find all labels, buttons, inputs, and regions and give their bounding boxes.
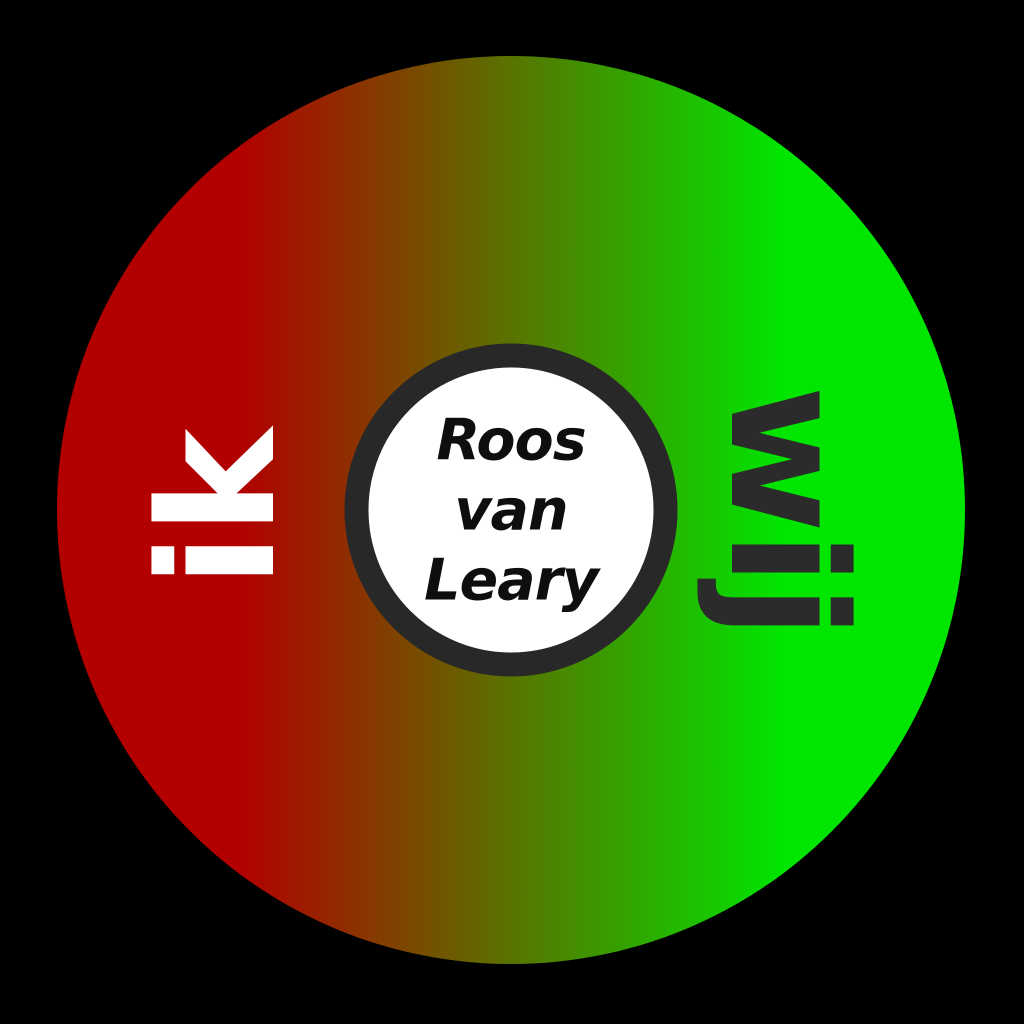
hub-title-line: van	[454, 477, 568, 543]
label-ik: ik	[124, 430, 311, 588]
rose-of-leary-wheel: ik wij Roos van Leary	[57, 56, 965, 964]
hub-title-line: Leary	[424, 547, 599, 613]
hub-title-line: Roos	[436, 407, 586, 473]
hub-title: Roos van Leary	[424, 405, 599, 615]
label-wij: wij	[694, 385, 881, 637]
center-hub: Roos van Leary	[344, 343, 678, 677]
